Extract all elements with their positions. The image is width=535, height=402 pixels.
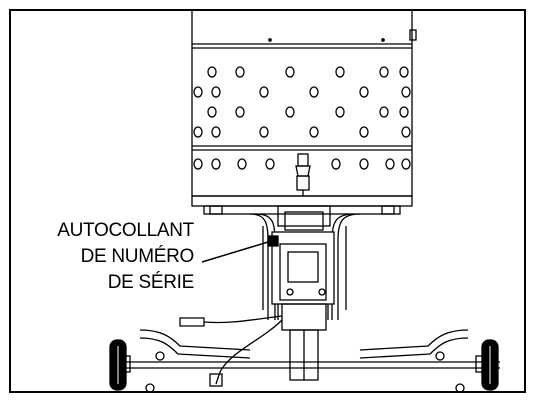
drum-hole [265, 158, 275, 170]
drum-hole [211, 126, 221, 138]
drum-hole [359, 126, 369, 138]
water-nozzle [295, 153, 311, 196]
drum-hole [401, 158, 411, 170]
drum-hole [335, 106, 345, 118]
drum-base [191, 195, 413, 231]
right-wheel [481, 339, 499, 391]
drum-hole [193, 86, 203, 98]
drum-hole [379, 106, 389, 118]
drum-hole [309, 126, 319, 138]
drum-hole [399, 66, 409, 78]
drum-hole [193, 126, 203, 138]
drum-hole [385, 158, 395, 170]
drum-hole [331, 158, 341, 170]
drum-hole [193, 158, 203, 170]
drum-hole [259, 86, 269, 98]
callout-leader-line [201, 241, 269, 263]
drum-hole [309, 86, 319, 98]
callout-label-line-3: DE SÉRIE [107, 272, 195, 293]
drum-hole [399, 106, 409, 118]
drum-hole [401, 86, 411, 98]
power-cable [179, 315, 283, 387]
drum-hole [335, 66, 345, 78]
drum-hole [207, 66, 217, 78]
callout-label-line-1: AUTOCOLLANT [57, 220, 194, 241]
left-wheel [109, 339, 127, 391]
drum-hole [237, 158, 247, 170]
callout-label-line-2: DE NUMÉRO [80, 246, 195, 267]
drum-hole [379, 66, 389, 78]
drum-hole [211, 158, 221, 170]
control-box [267, 231, 335, 320]
base-frame [110, 329, 500, 391]
drum-hole [235, 106, 245, 118]
drum-hole [401, 126, 411, 138]
plucker-drum [191, 11, 417, 197]
drum-hole [359, 86, 369, 98]
drum-hole [235, 66, 245, 78]
drum-hole [207, 106, 217, 118]
drum-hole [259, 126, 269, 138]
drum-hole [285, 66, 295, 78]
drum-hole [359, 158, 369, 170]
drum-hole [285, 106, 295, 118]
motor-housing [281, 303, 327, 381]
drum-hole [211, 86, 221, 98]
frame-legs [249, 213, 361, 320]
